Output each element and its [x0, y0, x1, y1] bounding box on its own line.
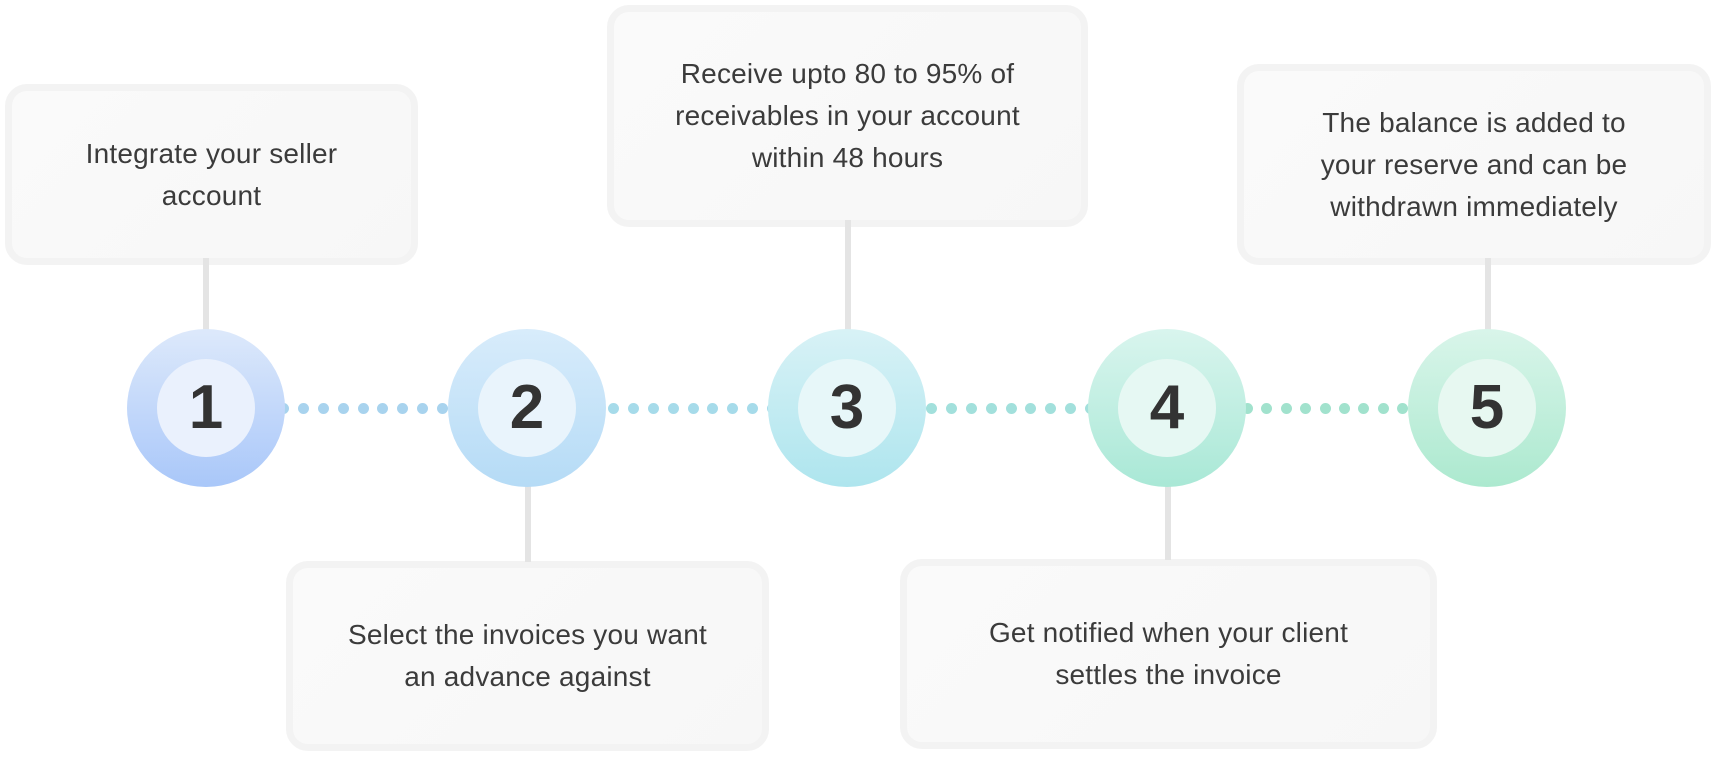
dot: [317, 402, 329, 414]
step-5-circle: 5: [1408, 329, 1566, 487]
dot: [627, 402, 639, 414]
step-5-number: 5: [1438, 359, 1536, 457]
dot: [1338, 402, 1350, 414]
step-4-description: Get notified when your client settles th…: [988, 617, 1349, 690]
dotted-connector-1-2: [278, 402, 448, 414]
dot: [707, 402, 719, 414]
dot: [357, 402, 369, 414]
dot: [1280, 402, 1292, 414]
dot: [608, 402, 619, 414]
dot: [1065, 402, 1077, 414]
dot: [965, 402, 977, 414]
dotted-connector-3-4: [926, 402, 1096, 414]
dot: [667, 402, 679, 414]
dot: [1261, 402, 1273, 414]
dot: [1242, 402, 1253, 414]
dot: [926, 402, 937, 414]
step-3-number: 3: [798, 359, 896, 457]
dot: [437, 402, 448, 414]
dot: [687, 402, 699, 414]
dot: [397, 402, 409, 414]
dot: [747, 402, 759, 414]
step-3-circle: 3: [768, 329, 926, 487]
dot: [1358, 402, 1370, 414]
step-4-circle: 4: [1088, 329, 1246, 487]
step-4-number: 4: [1118, 359, 1216, 457]
dot: [945, 402, 957, 414]
step-3-connector-line: [845, 220, 851, 331]
dot: [727, 402, 739, 414]
dot: [1045, 402, 1057, 414]
step-1-circle: 1: [127, 329, 285, 487]
step-4-card: Get notified when your client settles th…: [900, 559, 1437, 749]
dot: [377, 402, 389, 414]
step-5-connector-line: [1485, 258, 1491, 331]
dot: [1300, 402, 1312, 414]
step-5-description: The balance is added to your reserve and…: [1320, 106, 1628, 222]
dot: [985, 402, 997, 414]
step-2-connector-line: [525, 485, 531, 562]
step-5-card: The balance is added to your reserve and…: [1237, 64, 1711, 265]
dot: [417, 402, 429, 414]
dot: [297, 402, 309, 414]
step-1-connector-line: [203, 258, 209, 331]
step-4-connector-line: [1165, 485, 1171, 560]
step-3-card: Receive upto 80 to 95% of receivables in…: [607, 5, 1088, 227]
dot: [1005, 402, 1017, 414]
step-2-description: Select the invoices you want an advance …: [348, 619, 707, 692]
step-1-card: Integrate your seller account: [5, 84, 418, 265]
dot: [1397, 402, 1408, 414]
dotted-connector-4-5: [1242, 402, 1408, 414]
dot: [647, 402, 659, 414]
step-1-number: 1: [157, 359, 255, 457]
dot: [1025, 402, 1037, 414]
step-3-description: Receive upto 80 to 95% of receivables in…: [675, 58, 1020, 173]
step-2-number: 2: [478, 359, 576, 457]
dot: [1377, 402, 1389, 414]
dotted-connector-2-3: [608, 402, 778, 414]
step-2-circle: 2: [448, 329, 606, 487]
step-2-card: Select the invoices you want an advance …: [286, 561, 769, 751]
dot: [1319, 402, 1331, 414]
dot: [337, 402, 349, 414]
step-1-description: Integrate your seller account: [85, 137, 338, 211]
